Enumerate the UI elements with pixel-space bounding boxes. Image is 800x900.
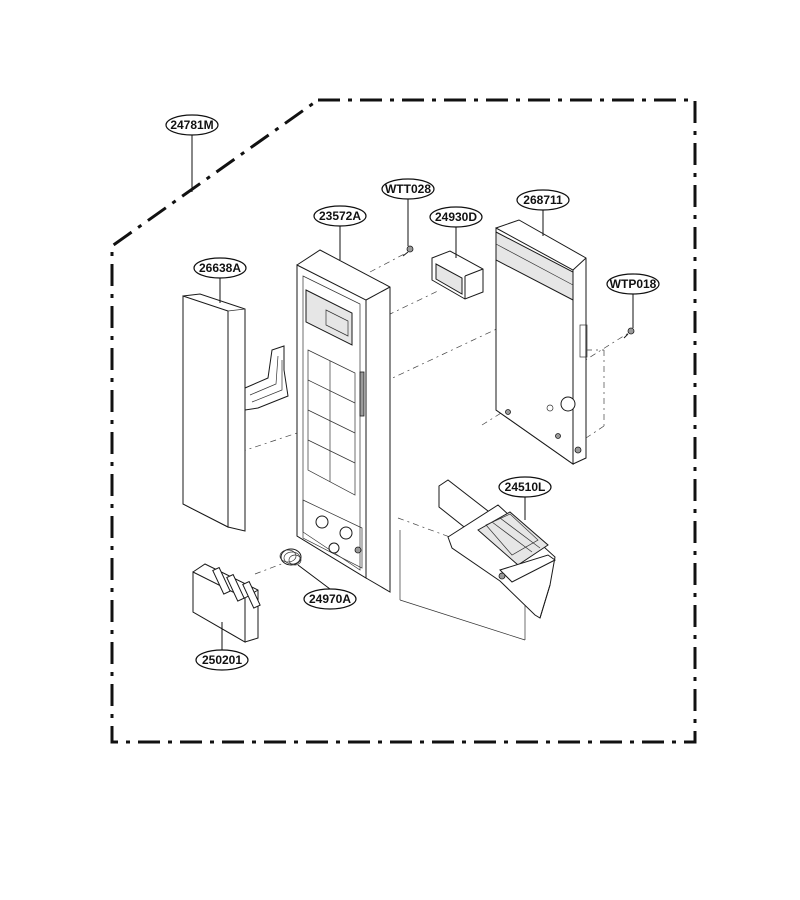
part-number-label: 23572A: [319, 209, 361, 223]
part-number-label: 26638A: [199, 261, 241, 275]
part-number-label: 24930D: [435, 210, 477, 224]
part-number-label: 24970A: [309, 592, 351, 606]
part-number-label: 250201: [202, 653, 242, 667]
callout-24510L: 24510L: [498, 476, 552, 498]
callout-26638A: 26638A: [193, 257, 247, 279]
assembly-outline: [110, 98, 697, 744]
part-number-label: 24510L: [505, 480, 546, 494]
callout-24781M: 24781M: [165, 114, 219, 136]
callout-24970A: 24970A: [303, 588, 357, 610]
callout-250201: 250201: [195, 649, 249, 671]
part-number-label: 268711: [523, 193, 563, 207]
callout-23572A: 23572A: [313, 205, 367, 227]
part-number-label: 24781M: [170, 118, 213, 132]
door-button-part: [192, 563, 261, 643]
pcb-board: [495, 219, 605, 465]
screw-wtt: [402, 245, 414, 257]
spring: [279, 548, 302, 566]
callout-WTP018: WTP018: [606, 273, 660, 295]
callout-268711: 268711: [516, 189, 570, 211]
membrane-panel: [182, 293, 289, 532]
display-window: [431, 250, 484, 300]
screw-wtp: [623, 327, 635, 339]
door-latch: [438, 479, 556, 619]
alignment-guides: [239, 251, 631, 641]
part-number-label: WTP018: [610, 277, 657, 291]
control-panel-frame: [296, 249, 391, 593]
callout-WTT028: WTT028: [381, 178, 435, 200]
part-number-label: WTT028: [385, 182, 431, 196]
callout-24930D: 24930D: [429, 206, 483, 228]
leader-lines: [191, 135, 634, 650]
